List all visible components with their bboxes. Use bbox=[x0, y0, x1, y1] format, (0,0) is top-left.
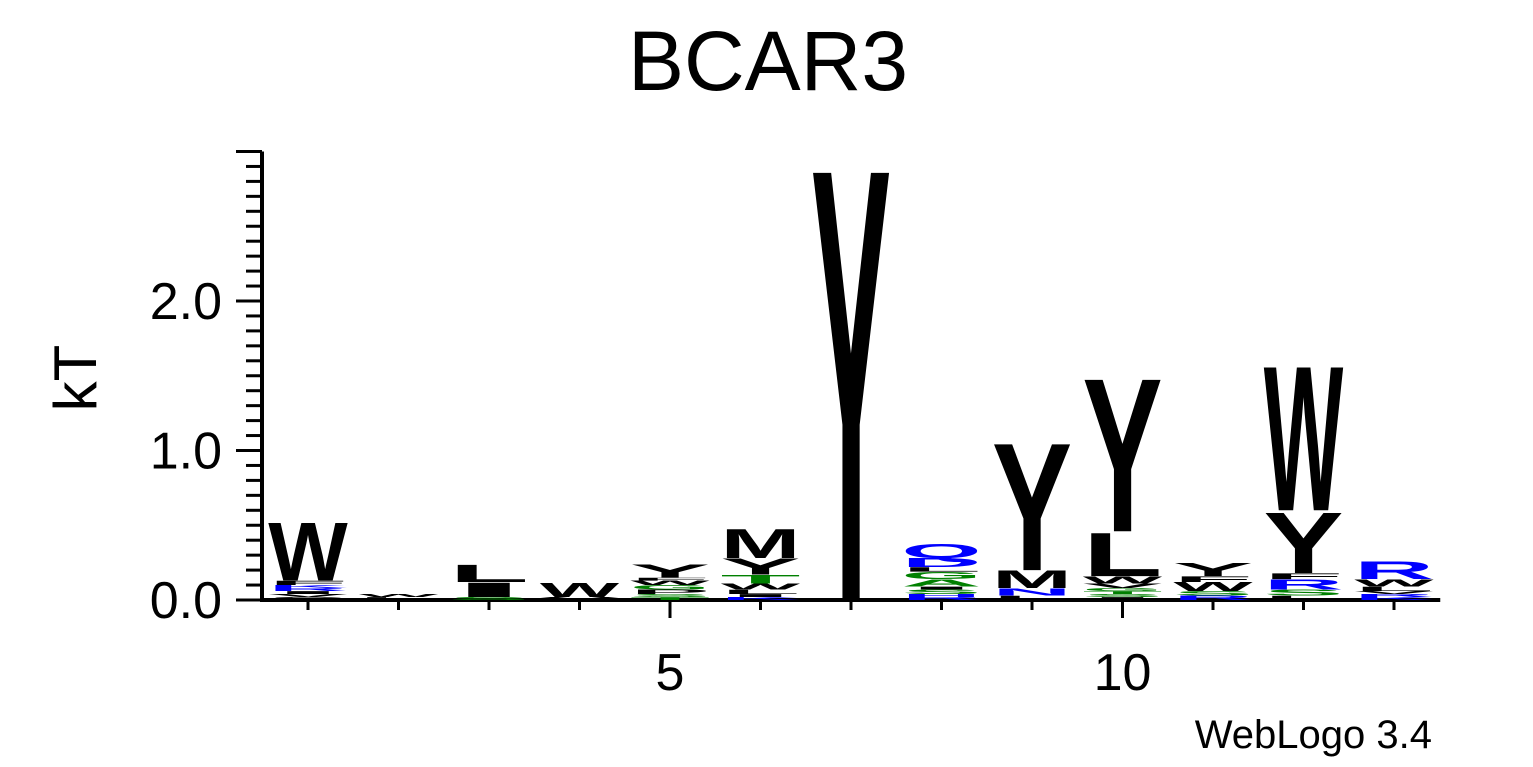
x-axis: 5 10 bbox=[260, 598, 1441, 702]
logo-letter-y: Y bbox=[630, 561, 710, 582]
logo-letter-v: V bbox=[268, 593, 348, 598]
logo-letter-l: L bbox=[449, 560, 529, 588]
logo-letter-s: S bbox=[1264, 588, 1344, 597]
logo-letter-y: Y bbox=[720, 554, 800, 579]
logo-letter-v: V bbox=[1354, 590, 1434, 595]
logo-letter-y: Y bbox=[992, 405, 1072, 610]
logo-letter-v: V bbox=[540, 596, 620, 601]
logo-column-7: Y bbox=[811, 38, 891, 732]
logo-letter-t: T bbox=[1083, 590, 1163, 595]
logo-letter-l: L bbox=[992, 594, 1072, 601]
y-axis: 0.0 1.0 2.0 bbox=[150, 150, 264, 630]
y-tick-label: 2.0 bbox=[150, 273, 222, 331]
logo-letter-s: S bbox=[630, 593, 710, 598]
logo-letter-a: A bbox=[902, 577, 982, 589]
logo-letter-g: G bbox=[902, 570, 982, 582]
logo-letter-v: V bbox=[1083, 582, 1163, 589]
logo-letter-w: W bbox=[630, 579, 710, 586]
logo-letter-q: Q bbox=[902, 539, 982, 562]
logo-letter-r: R bbox=[901, 596, 981, 601]
y-tick-label: 1.0 bbox=[150, 423, 222, 481]
logo-letter-f: F bbox=[1264, 572, 1344, 581]
y-tick-label: 0.0 bbox=[150, 572, 222, 630]
logo-letter-w: W bbox=[721, 582, 801, 591]
logo-letter-w: W bbox=[359, 593, 440, 598]
logo-letter-r: R bbox=[1354, 557, 1434, 585]
logo-letter-r: R bbox=[268, 587, 348, 592]
logo-letter-y: Y bbox=[1083, 333, 1163, 579]
logo-letter-y: Y bbox=[1173, 559, 1253, 580]
logo-letter-k: K bbox=[1354, 596, 1434, 601]
y-axis-label: kT bbox=[42, 345, 109, 412]
logo-letter-s: S bbox=[449, 596, 529, 601]
logo-letter-t: T bbox=[630, 596, 710, 601]
logo-letter-l: L bbox=[1354, 585, 1434, 592]
logo-letter-f: F bbox=[268, 579, 348, 586]
logo-letter-s: S bbox=[1083, 593, 1163, 598]
logo-letter-l: L bbox=[1083, 520, 1163, 590]
chart-title: BCAR3 bbox=[628, 14, 908, 108]
logo-letter-i: I bbox=[902, 586, 982, 591]
logo-letter-h: H bbox=[901, 593, 981, 598]
logo-letter-k: K bbox=[268, 584, 348, 589]
logo-letter-w: W bbox=[1354, 577, 1434, 589]
logo-letter-l: L bbox=[359, 596, 439, 601]
logo-letter-n: N bbox=[992, 586, 1072, 598]
logo-column-2: LW bbox=[359, 593, 440, 601]
x-tick-label: 5 bbox=[656, 644, 685, 702]
logo-letter-t: T bbox=[721, 572, 801, 586]
logo-letter-r: R bbox=[1173, 594, 1253, 601]
logo-letter-s: S bbox=[902, 588, 982, 595]
logo-letter-i: I bbox=[449, 578, 529, 601]
logo-letter-w: W bbox=[1083, 574, 1163, 586]
logo-letter-w: W bbox=[1264, 323, 1344, 555]
logo-letter-w: W bbox=[1173, 580, 1253, 594]
logo-letter-i: I bbox=[721, 593, 801, 598]
logo-letter-g: G bbox=[630, 584, 710, 591]
logo-letter-y: Y bbox=[1264, 495, 1344, 592]
logo-letter-k: K bbox=[720, 596, 800, 601]
logo-column-4: VW bbox=[540, 578, 620, 601]
logo-letter-l: L bbox=[1264, 594, 1344, 601]
logo-letter-l: L bbox=[721, 588, 801, 595]
logo-letter-m: M bbox=[992, 566, 1072, 594]
logo-letter-s: S bbox=[268, 596, 348, 601]
weblogo-footer: WebLogo 3.4 bbox=[1195, 713, 1432, 757]
logo-letter-y: Y bbox=[811, 38, 891, 732]
logo-letter-w: W bbox=[540, 578, 620, 601]
logo-letter-r: R bbox=[1354, 593, 1434, 598]
logo-letter-l: L bbox=[902, 566, 982, 573]
logo-column-3: SIL bbox=[449, 560, 529, 602]
logo-letter-s: S bbox=[1173, 590, 1253, 597]
logo-letter-w: W bbox=[268, 505, 348, 598]
logo-letter-g: G bbox=[1083, 587, 1163, 592]
x-tick-label: 10 bbox=[1094, 644, 1152, 702]
logo-letter-i: I bbox=[268, 590, 348, 595]
logo-letter-d: D bbox=[902, 556, 982, 570]
logo-letter-f: F bbox=[1173, 575, 1253, 584]
logo-letter-p: P bbox=[630, 588, 710, 595]
logo-letter-i: I bbox=[1083, 596, 1163, 601]
logo-letter-f: F bbox=[630, 577, 710, 582]
logo-letter-r: R bbox=[1263, 576, 1343, 592]
logo-letter-m: M bbox=[721, 521, 801, 568]
